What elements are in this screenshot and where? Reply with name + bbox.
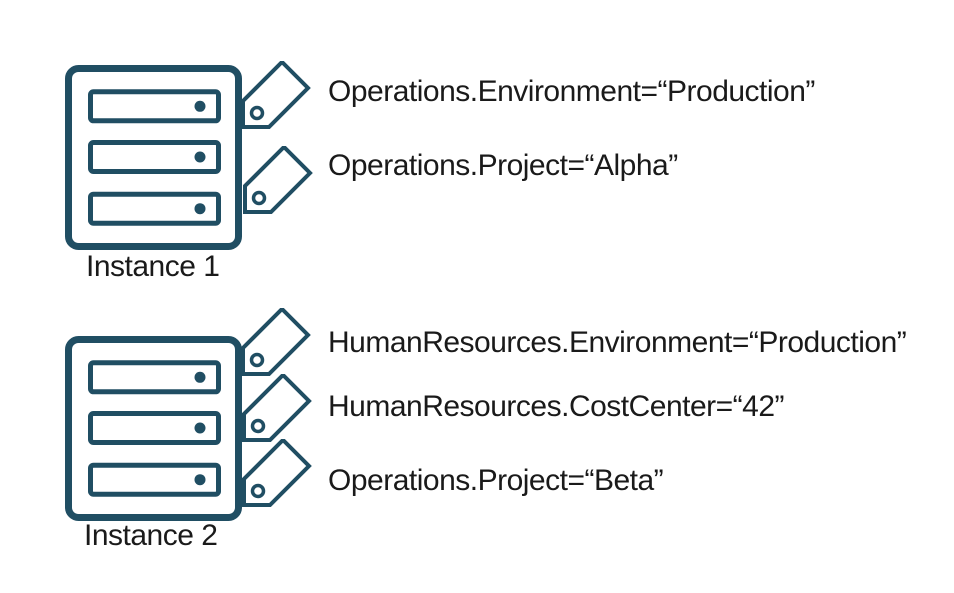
tag-text: Operations.Project=“Beta”	[328, 464, 664, 497]
tag-icon	[240, 308, 312, 378]
tag-text: HumanResources.CostCenter=“42”	[328, 390, 785, 423]
server-icon	[65, 65, 242, 250]
tag-icon	[241, 439, 313, 509]
tag-icon	[242, 146, 314, 216]
tag-icon	[241, 374, 313, 444]
tag-icon	[240, 61, 312, 131]
tag-text: HumanResources.Environment=“Production”	[328, 326, 907, 359]
tag-text: Operations.Environment=“Production”	[328, 75, 815, 108]
tag-text: Operations.Project=“Alpha”	[328, 149, 678, 182]
instance-label: Instance 1	[86, 250, 220, 283]
server-icon	[65, 336, 242, 521]
instance-label: Instance 2	[84, 519, 218, 552]
